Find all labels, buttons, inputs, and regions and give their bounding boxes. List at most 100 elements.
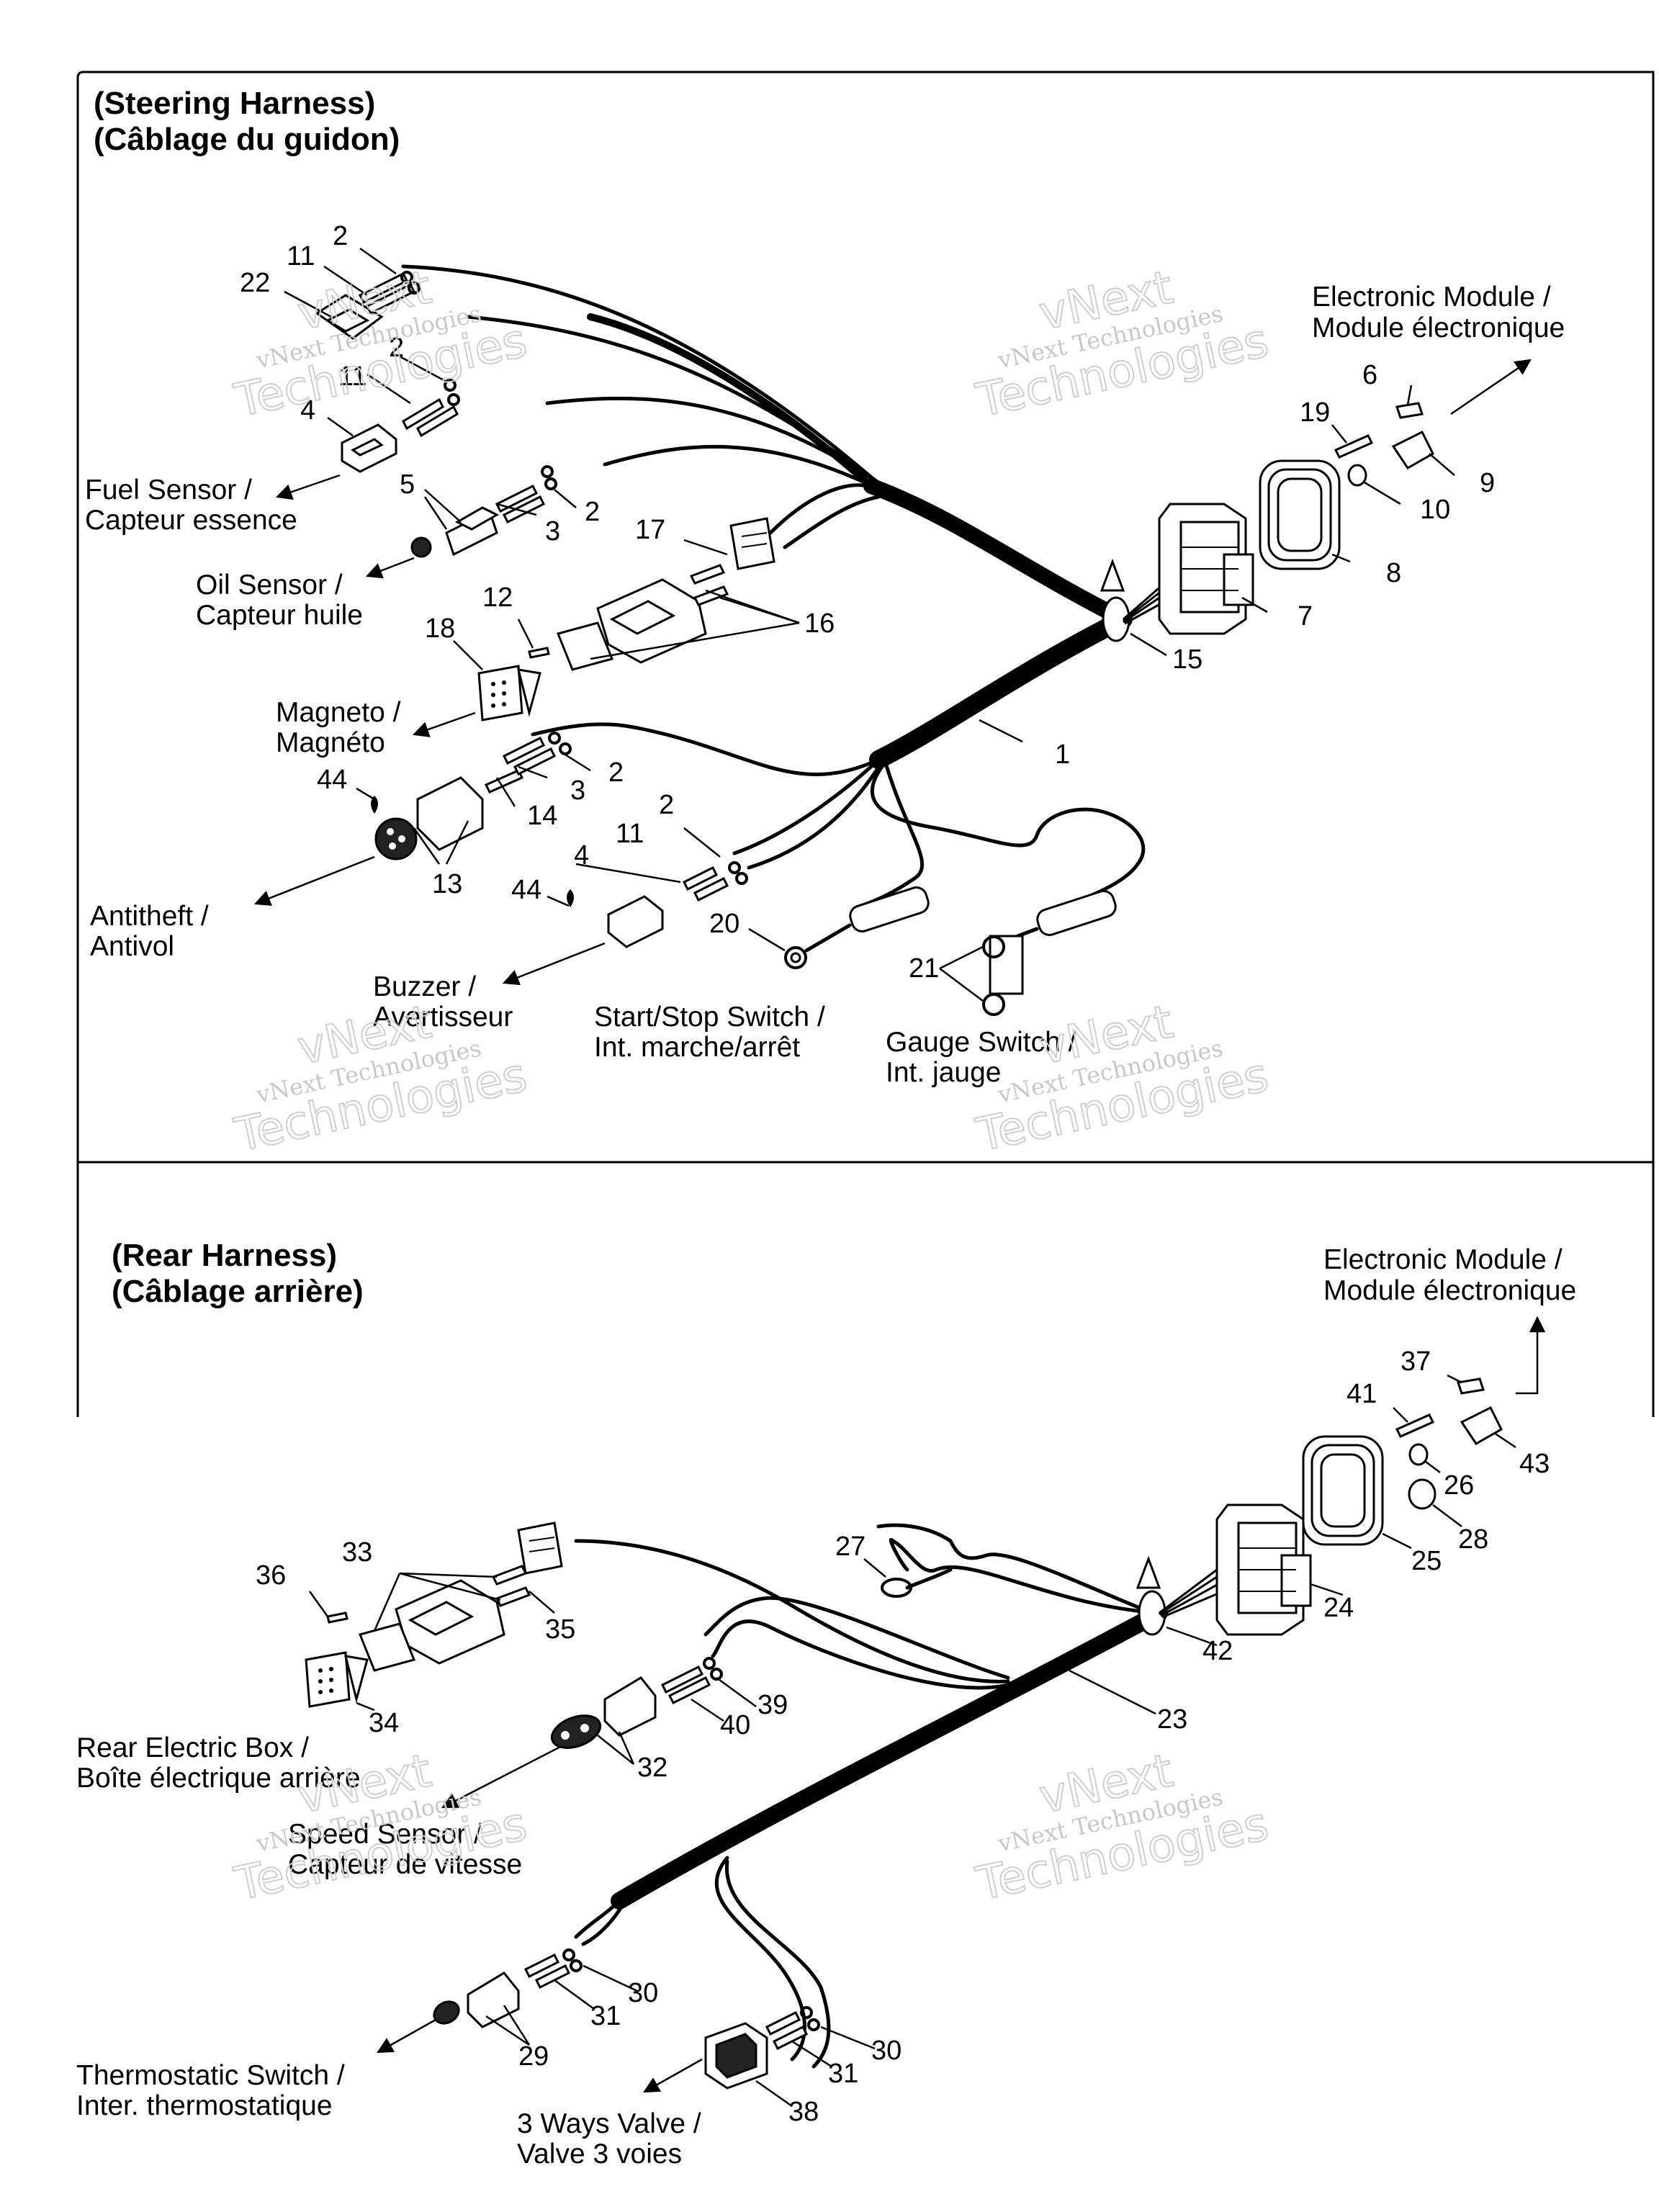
part-number: 31: [590, 2001, 621, 2031]
part-number: 30: [628, 1978, 658, 2008]
rear-title-fr: (Câblage arrière): [112, 1274, 364, 1309]
part-number: 24: [1323, 1593, 1354, 1623]
part-number: 14: [527, 801, 557, 831]
watermark: vNext vNext Technologies Technologies: [971, 260, 1274, 428]
valve-connector-38: [704, 2006, 820, 2090]
part-number: 20: [709, 909, 739, 939]
label-electronic-module-en: Electronic Module /: [1312, 282, 1551, 313]
rear-panel: (Rear Harness) (Câblage arrière): [76, 1238, 1576, 2170]
part-number: 31: [828, 2059, 858, 2089]
part-number: 29: [518, 2041, 549, 2072]
module-connector-7: [1158, 503, 1254, 635]
part-number: 6: [1362, 360, 1377, 390]
steering-part-numbers: 2 11 22 2 11 4 5 3 2 17 16 12 18 6 19 9 …: [240, 221, 1495, 984]
label-start-stop-fr: Int. marche/arrêt: [594, 1032, 800, 1063]
part-number: 7: [1298, 601, 1313, 631]
fuel-sensor-connector-4: [341, 423, 397, 473]
start-stop-switch-20: [784, 886, 930, 969]
label-gauge-switch-en: Gauge Switch /: [886, 1027, 1076, 1058]
part-number: 2: [333, 221, 348, 251]
terminal-parts-6-19-9-10: [1334, 402, 1434, 487]
part-number: 3: [545, 516, 560, 547]
part-number: 44: [317, 765, 347, 795]
part-number: 19: [1300, 397, 1330, 428]
part-number: 40: [720, 1710, 750, 1740]
thermostatic-switch-connector-29: [433, 1948, 583, 2028]
part-number: 28: [1458, 1524, 1488, 1555]
steering-labels: Electronic Module / Module électronique …: [85, 282, 1565, 1088]
buzzer-connector-4: [567, 861, 748, 948]
terminal-parts-37-41-43-26-28: [1395, 1377, 1503, 1510]
oil-sensor-connector-5: [410, 465, 557, 558]
rear-leader-lines: [308, 1374, 1516, 2108]
part-number: 44: [511, 875, 541, 905]
part-number: 10: [1420, 495, 1450, 525]
part-number: 11: [616, 819, 644, 849]
part-number: 25: [1411, 1546, 1442, 1576]
gauge-switch-21: [982, 890, 1117, 1016]
part-number: 2: [585, 497, 600, 527]
part-number: 1: [1055, 739, 1070, 770]
label-gauge-switch-fr: Int. jauge: [886, 1057, 1001, 1088]
part-number: 21: [909, 953, 939, 984]
part-number: 4: [300, 395, 315, 426]
part-number: 43: [1519, 1449, 1550, 1479]
label-oil-sensor-fr: Capteur huile: [196, 600, 363, 631]
rear-main-bundle: [574, 1523, 1220, 2069]
rear-box-connector-34: [305, 1651, 369, 1708]
terminals-11-2-second: [402, 379, 460, 438]
part-number: 26: [1444, 1470, 1474, 1501]
label-antitheft-en: Antitheft /: [90, 901, 209, 932]
label-speed-sensor-fr: Capteur de vitesse: [288, 1849, 522, 1880]
part-number: 11: [338, 361, 367, 392]
part-number: 16: [804, 608, 835, 639]
part-number: 34: [369, 1708, 399, 1738]
part-number: 2: [389, 333, 404, 363]
antitheft-connector-13: [371, 732, 572, 860]
speed-sensor-connector-32: [550, 1657, 723, 1749]
part-number: 23: [1157, 1704, 1187, 1735]
part-number: 36: [256, 1560, 286, 1591]
module-connector-24: [1215, 1503, 1312, 1636]
label-valve-fr: Valve 3 voies: [517, 2139, 682, 2170]
panel-frames: [76, 71, 1655, 1417]
steering-title-en: (Steering Harness): [94, 86, 375, 121]
part-number: 35: [545, 1614, 575, 1645]
part-number: 13: [432, 869, 462, 899]
label-buzzer-fr: Avertisseur: [373, 1002, 513, 1033]
part-number: 15: [1172, 644, 1202, 675]
steering-panel: (Steering Harness) (Câblage du guidon): [85, 86, 1565, 1088]
connector-22: [315, 294, 384, 340]
part-number: 5: [400, 469, 415, 500]
part-number: 18: [425, 613, 455, 644]
part-number: 39: [757, 1690, 788, 1720]
part-number: 12: [482, 583, 513, 613]
label-fuel-sensor-en: Fuel Sensor /: [85, 475, 252, 505]
label-rear-box-fr: Boîte électrique arrière: [76, 1763, 361, 1794]
label-magneto-fr: Magnéto: [276, 727, 385, 758]
label-valve-en: 3 Ways Valve /: [517, 2108, 701, 2139]
part-number: 30: [871, 2036, 902, 2066]
steering-title-fr: (Câblage du guidon): [94, 122, 400, 157]
part-number: 42: [1202, 1636, 1233, 1666]
label-oil-sensor-en: Oil Sensor /: [196, 570, 343, 601]
part-number: 32: [637, 1753, 667, 1783]
part-number: 41: [1346, 1379, 1377, 1409]
part-number: 22: [240, 268, 270, 298]
part-number: 37: [1401, 1346, 1431, 1377]
label-buzzer-en: Buzzer /: [373, 971, 476, 1002]
label-rear-box-en: Rear Electric Box /: [76, 1732, 309, 1763]
label-electronic-module-fr: Module électronique: [1312, 313, 1565, 343]
rear-part-numbers: 37 41 43 26 28 25 27 24 42 33 36 35 39 4…: [256, 1346, 1550, 2127]
terminals-11-2-top: [358, 271, 421, 315]
watermark: vNext vNext Technologies Technologies: [971, 1743, 1274, 1912]
steering-main-bundle: [401, 264, 1183, 913]
rear-title-en: (Rear Harness): [112, 1238, 337, 1273]
rear-box-connector-33-35: [326, 1521, 563, 1672]
part-number: 9: [1480, 468, 1495, 498]
label-thermostatic-en: Thermostatic Switch /: [76, 2060, 345, 2091]
magneto-connector-18: [477, 647, 550, 721]
label-thermostatic-fr: Inter. thermostatique: [76, 2090, 333, 2121]
part-number: 4: [574, 840, 589, 871]
